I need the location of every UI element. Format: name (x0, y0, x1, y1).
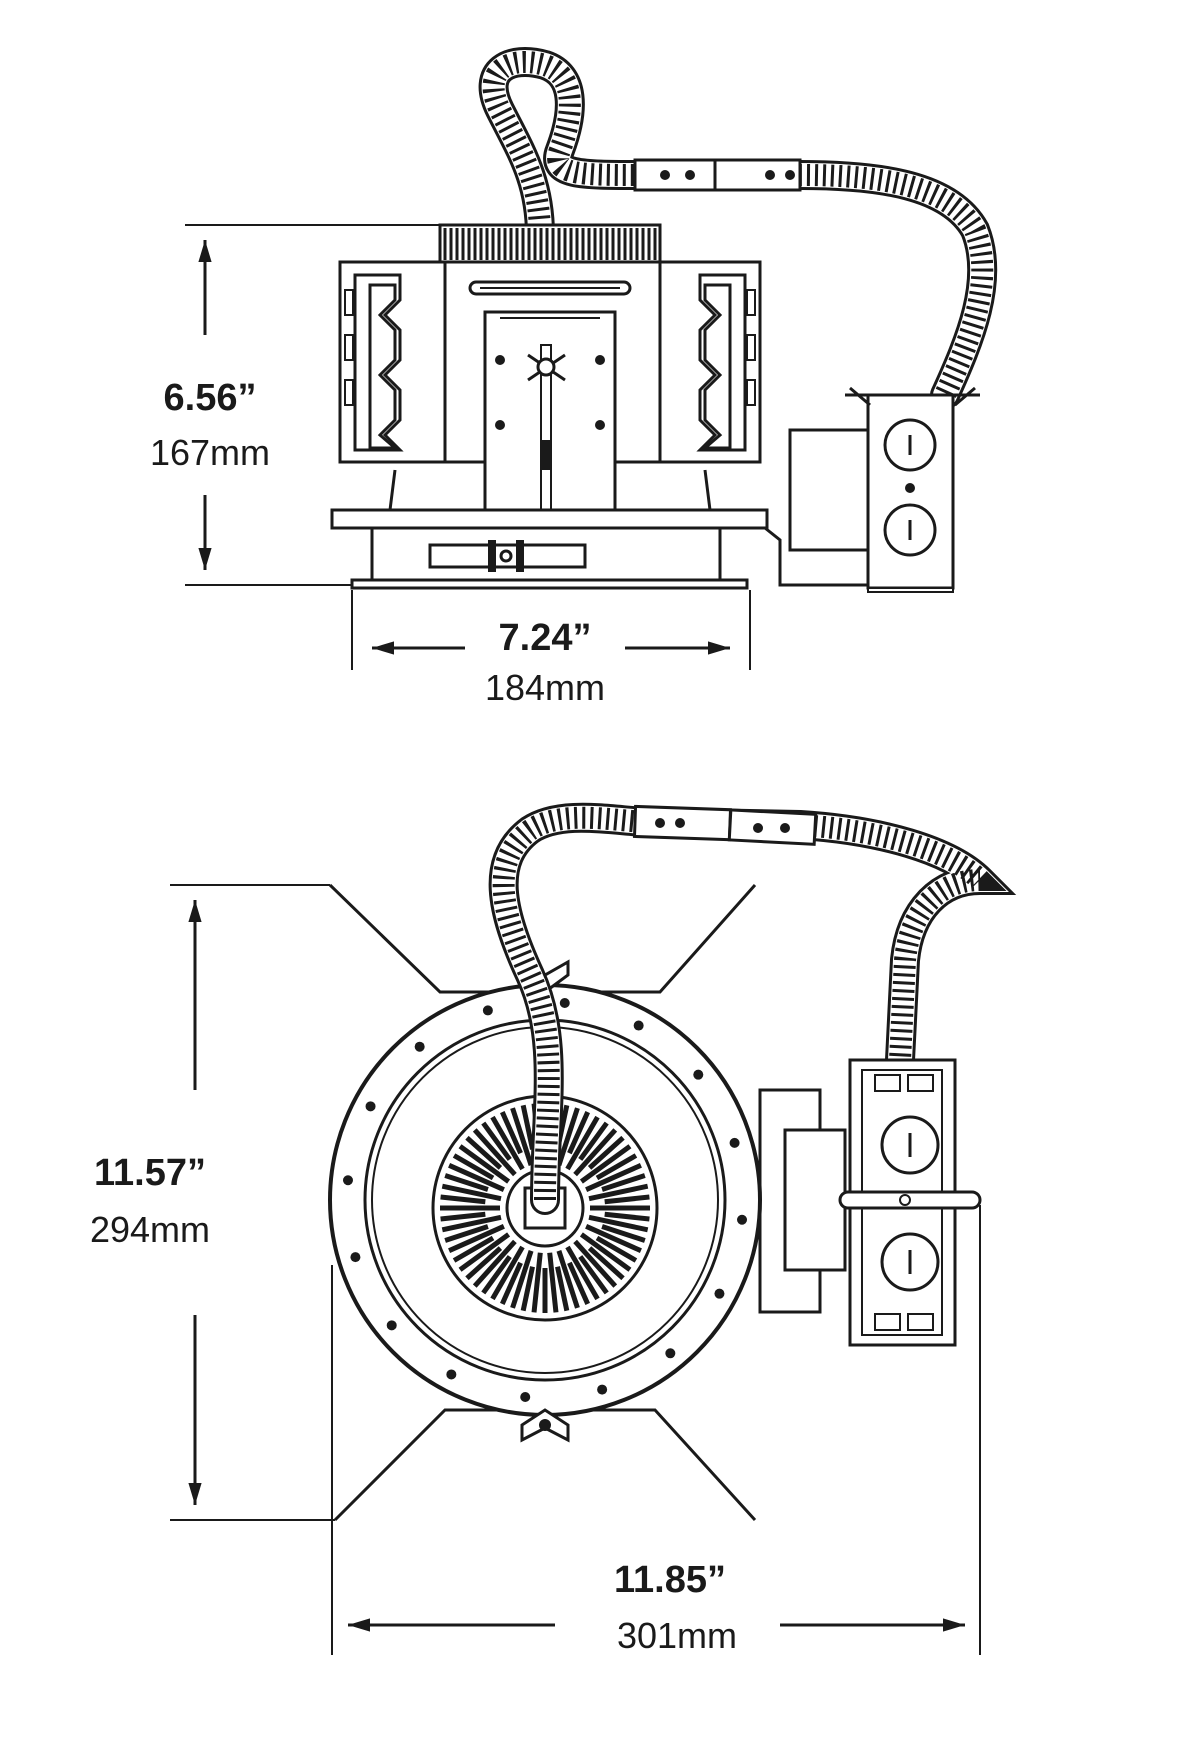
radial-fin (490, 1115, 525, 1171)
ring-hole (342, 1175, 353, 1186)
radial-fin (448, 1224, 505, 1253)
radial-fin (441, 1183, 502, 1202)
mounting-plate-side (330, 469, 769, 590)
radial-fin (585, 1224, 642, 1253)
width-imperial-top: 11.85” (614, 1559, 726, 1601)
radial-fin (472, 1128, 517, 1177)
height-metric-top: 294mm (90, 1209, 210, 1250)
radial-fin (440, 1194, 486, 1205)
radial-fin (444, 1224, 489, 1243)
width-dimension-top: 11.85” 301mm (331, 1205, 981, 1656)
width-dimension-side: 7.24” 184mm (351, 590, 751, 708)
radial-fin (579, 1232, 632, 1272)
radial-fin (573, 1239, 618, 1288)
radial-fin (531, 1252, 543, 1313)
radial-fin (567, 1261, 590, 1305)
ring-hole (665, 1348, 676, 1359)
radial-fin (520, 1104, 535, 1150)
mounting-frame-top (758, 1088, 847, 1314)
ring-hole (365, 1101, 376, 1112)
radial-fin (472, 1239, 517, 1288)
radial-fin (565, 1245, 600, 1301)
radial-fin (448, 1163, 505, 1192)
radial-fin (500, 1111, 523, 1155)
height-imperial-top: 11.57” (94, 1152, 206, 1194)
radial-fin (452, 1235, 495, 1263)
height-imperial-side: 6.56” (164, 377, 257, 419)
radial-fin (588, 1214, 649, 1233)
radial-fin (604, 1194, 650, 1205)
radial-fin (587, 1135, 625, 1170)
ring-hole (714, 1288, 725, 1299)
height-dimension-side: 6.56” 167mm (150, 224, 440, 586)
width-imperial-side: 7.24” (499, 617, 592, 659)
ring-hole (693, 1069, 704, 1080)
radial-fin (481, 1121, 512, 1161)
radial-fin (452, 1153, 495, 1181)
radial-fin (587, 1246, 625, 1281)
ring-hole (633, 1020, 644, 1031)
height-metric-side: 167mm (150, 432, 270, 473)
radial-fin (601, 1173, 646, 1192)
junction-box-side (764, 386, 980, 593)
radial-fin (588, 1183, 649, 1202)
radial-fin (578, 1121, 609, 1161)
radial-fin (510, 1107, 534, 1166)
ring-hole (597, 1384, 608, 1395)
radial-fin (556, 1107, 580, 1166)
wire-connector-side (633, 158, 802, 192)
radial-fin (547, 1252, 559, 1313)
radial-fin (441, 1214, 502, 1233)
wire-connector-top (632, 804, 818, 846)
radial-fin (601, 1224, 646, 1243)
ring-hole (729, 1137, 740, 1148)
ring-hole (446, 1369, 457, 1380)
radial-fin (604, 1211, 650, 1222)
radial-fin (465, 1135, 503, 1170)
radial-fin (565, 1115, 600, 1171)
side-view: 6.56” 167mm 7.24” 184mm (150, 47, 998, 708)
radial-fin (555, 1266, 570, 1312)
ring-hole (559, 997, 570, 1008)
ring-hole (737, 1214, 748, 1225)
height-dimension-top: 11.57” 294mm (90, 884, 335, 1521)
ring-hole (350, 1252, 361, 1263)
radial-fin (595, 1153, 638, 1181)
radial-fin (579, 1144, 632, 1184)
radial-fin (567, 1111, 590, 1155)
radial-fin (490, 1245, 525, 1301)
ring-hole (482, 1005, 493, 1016)
ring-hole (386, 1320, 397, 1331)
ring-hole (414, 1041, 425, 1052)
heat-sink-side (438, 223, 662, 265)
ring-hole (520, 1392, 531, 1403)
radial-fin (585, 1163, 642, 1192)
radial-fin (458, 1144, 511, 1184)
width-metric-side: 184mm (485, 667, 605, 708)
radial-fin (556, 1250, 580, 1309)
radial-fin (510, 1250, 534, 1309)
radial-fin (578, 1255, 609, 1295)
mounting-bracket-side (483, 310, 617, 524)
radial-fin (465, 1246, 503, 1281)
junction-box-top (838, 1058, 982, 1347)
radial-fin (500, 1261, 523, 1305)
width-metric-top: 301mm (617, 1615, 737, 1656)
radial-fin (573, 1128, 618, 1177)
radial-fin (444, 1173, 489, 1192)
top-view: 11.57” 294mm 11.85” 301mm (90, 802, 1017, 1656)
radial-fin (440, 1211, 486, 1222)
radial-fin (595, 1235, 638, 1263)
flex-conduit-top (488, 802, 1017, 1215)
radial-fin (520, 1266, 535, 1312)
flex-conduit-side (478, 47, 998, 410)
radial-fin (481, 1255, 512, 1295)
radial-fin (458, 1232, 511, 1272)
